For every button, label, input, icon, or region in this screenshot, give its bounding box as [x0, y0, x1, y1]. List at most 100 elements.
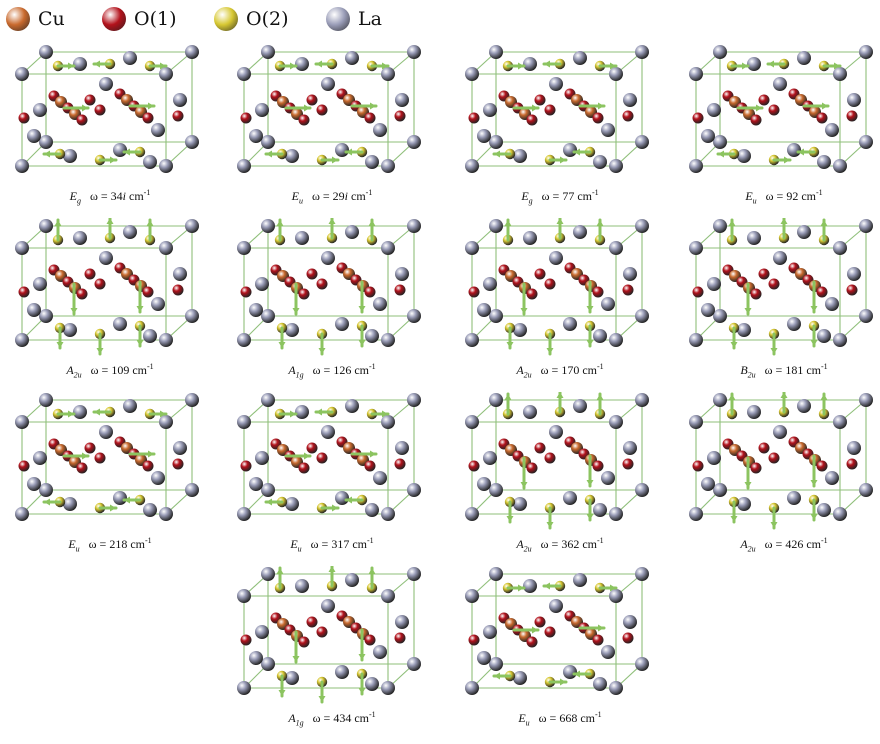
unit-exponent: -1: [367, 536, 374, 545]
o2-arrow-head: [266, 498, 272, 506]
la-atom: [593, 155, 607, 169]
mode-panel: B2u ω = 181 cm-1: [684, 218, 880, 388]
la-atom: [513, 323, 527, 337]
atoms: [237, 393, 421, 521]
mode-irrep-subscript: u: [752, 196, 757, 206]
la-atom: [151, 123, 165, 137]
unit-cell: [243, 225, 415, 341]
la-atom: [563, 491, 577, 505]
la-atom: [33, 277, 47, 291]
frequency-unit: cm: [352, 537, 367, 551]
chain-arrow-head: [756, 104, 762, 112]
la-atom: [549, 599, 563, 613]
mode-panel: Eu ω = 29i cm-1: [232, 44, 432, 214]
mode-caption: Eg ω = 34i cm-1: [10, 188, 210, 205]
la-atom: [15, 159, 29, 173]
o1-atom: [846, 110, 858, 122]
o1-atom: [534, 616, 546, 628]
o2-arrow-head: [328, 566, 336, 572]
o2-arrow-head: [94, 408, 100, 416]
mode-caption: Eu ω = 29i cm-1: [232, 188, 432, 205]
la-atom: [63, 149, 77, 163]
la-atom: [797, 399, 811, 413]
la-atom: [15, 241, 29, 255]
la-atom: [635, 483, 649, 497]
mode-irrep-subscript: u: [525, 718, 530, 728]
la-atom: [563, 143, 577, 157]
o1-atom: [750, 462, 762, 474]
la-atom: [255, 625, 269, 639]
o2-arrow-head: [382, 62, 388, 70]
omega-label: ω =: [764, 537, 786, 551]
o1-atom: [172, 284, 184, 296]
o1-atom: [692, 286, 704, 298]
chain-arrow-head: [370, 102, 376, 110]
o1-atom: [142, 286, 154, 298]
la-atom: [513, 149, 527, 163]
la-atom: [847, 93, 861, 107]
la-atom: [123, 225, 137, 239]
la-atom: [523, 231, 537, 245]
la-atom: [833, 507, 847, 521]
chain-arrow-head: [148, 102, 154, 110]
la-atom: [173, 267, 187, 281]
o2-arrow-head: [290, 62, 296, 70]
omega-label: ω =: [89, 189, 111, 203]
frequency-value: 668: [559, 711, 578, 725]
o1-atom: [298, 636, 310, 648]
mode-irrep-subscript: g: [528, 196, 533, 206]
la-atom: [261, 567, 275, 581]
o2-arrow-head: [358, 688, 366, 694]
la-atom: [713, 135, 727, 149]
displacement-arrows: [716, 60, 842, 164]
o2-arrow-head: [368, 568, 376, 574]
crystal-structure: [689, 45, 873, 173]
o1-atom: [468, 112, 480, 124]
la-atom: [833, 159, 847, 173]
o1-atom: [526, 288, 538, 300]
la-atom: [39, 135, 53, 149]
o2-arrow-head: [728, 394, 736, 400]
la-atom: [407, 45, 421, 59]
mode-panel: Eu ω = 317 cm-1: [232, 392, 432, 562]
o2-arrow-head: [810, 514, 818, 520]
la-atom: [321, 77, 335, 91]
o2-arrow-head: [278, 342, 286, 348]
o1-atom: [316, 104, 328, 116]
displacement-arrows: [54, 218, 154, 356]
frequency-unit: cm: [351, 189, 366, 203]
la-atom: [549, 251, 563, 265]
omega-label: ω =: [312, 711, 334, 725]
atom-legend: Cu O(1) O(2) La: [0, 2, 420, 36]
mode-symbol: A: [66, 363, 74, 377]
omega-label: ω =: [764, 363, 786, 377]
la-atom: [407, 219, 421, 233]
displacement-arrows: [264, 408, 390, 512]
o2-arrow-head: [610, 62, 616, 70]
mode-symbol: B: [740, 363, 748, 377]
mode-caption: A2u ω = 362 cm-1: [460, 536, 660, 553]
frequency-value: 181: [785, 363, 804, 377]
o1-atom: [592, 286, 604, 298]
unit-exponent: -1: [816, 188, 823, 197]
la-atom: [395, 615, 409, 629]
displacement-arrows: [728, 218, 828, 356]
omega-label: ω =: [540, 537, 562, 551]
la-atom: [373, 297, 387, 311]
la-atom: [465, 67, 479, 81]
mode-irrep-subscript: 2u: [747, 544, 756, 554]
legend-label-o2: O(2): [246, 8, 289, 30]
o2-arrow-head: [44, 150, 50, 158]
unit-exponent: -1: [821, 362, 828, 371]
la-atom: [407, 393, 421, 407]
unit-cell: [695, 399, 867, 515]
o1-atom: [306, 94, 318, 106]
mode-symbol: A: [516, 363, 524, 377]
legend-label-o1: O(1): [134, 8, 177, 30]
chain-arrow-head: [532, 626, 538, 634]
la-atom: [601, 297, 615, 311]
mode-caption: A1g ω = 126 cm-1: [232, 362, 432, 379]
chain-arrow-head: [82, 104, 88, 112]
mode-irrep-subscript: u: [75, 544, 80, 554]
chain-arrow-head: [370, 450, 376, 458]
